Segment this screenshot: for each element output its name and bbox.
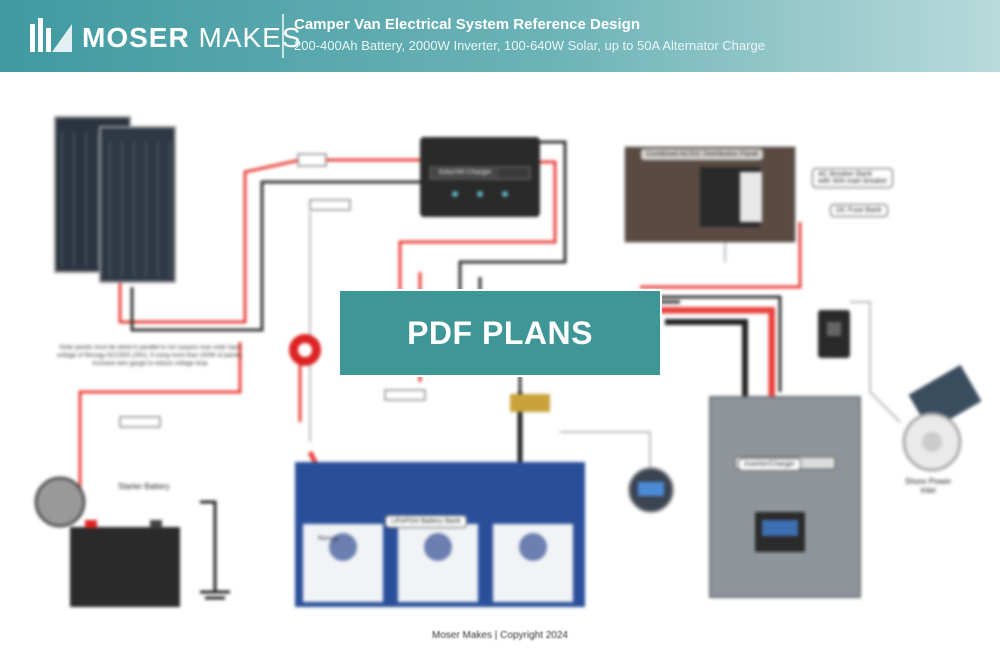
copyright-footer: Moser Makes | Copyright 2024	[432, 630, 568, 641]
inverter-icon	[709, 396, 861, 598]
brand-name: MOSER MAKES	[82, 22, 302, 53]
page-subtitle: 200-400Ah Battery, 2000W Inverter, 100-6…	[294, 38, 765, 53]
shore-power-inlet-icon	[902, 364, 982, 472]
starter-battery-label: Starter Battery	[118, 482, 170, 491]
ac-breaker-label: AC Breaker Bank with 30A main breaker	[812, 168, 894, 188]
header-banner: MOSER MAKES Camper Van Electrical System…	[0, 0, 1000, 72]
charger-label: Solar/Alt Charger	[432, 166, 498, 179]
shunt-icon	[510, 394, 550, 412]
page-title: Camper Van Electrical System Reference D…	[294, 16, 640, 33]
pdf-plans-button[interactable]: PDF PLANS	[338, 289, 662, 377]
wiring-diagram: Solar/Alt Charger Combined AC/DC Distrib…	[0, 72, 1000, 667]
battery-bank-label: LiFePO4 Battery Bank	[385, 515, 467, 528]
shore-power-label: Shore Power Inlet	[905, 477, 952, 495]
diagram-svg	[34, 116, 982, 607]
inverter-label: Inverter/Charger	[738, 458, 801, 471]
solar-note: Solar panels must be wired in parallel t…	[56, 345, 244, 367]
alternator-icon	[34, 476, 86, 528]
solar-panel-icon	[54, 116, 176, 283]
logo-icon	[30, 18, 72, 52]
header-divider	[282, 14, 284, 58]
dc-fuse-label: DC Fuse Bank	[830, 204, 888, 217]
starter-battery-icon	[70, 527, 180, 607]
battery-brand-label: Renogy	[318, 536, 339, 542]
panel-title-label: Combined AC/DC Distribution Panel	[640, 148, 765, 161]
